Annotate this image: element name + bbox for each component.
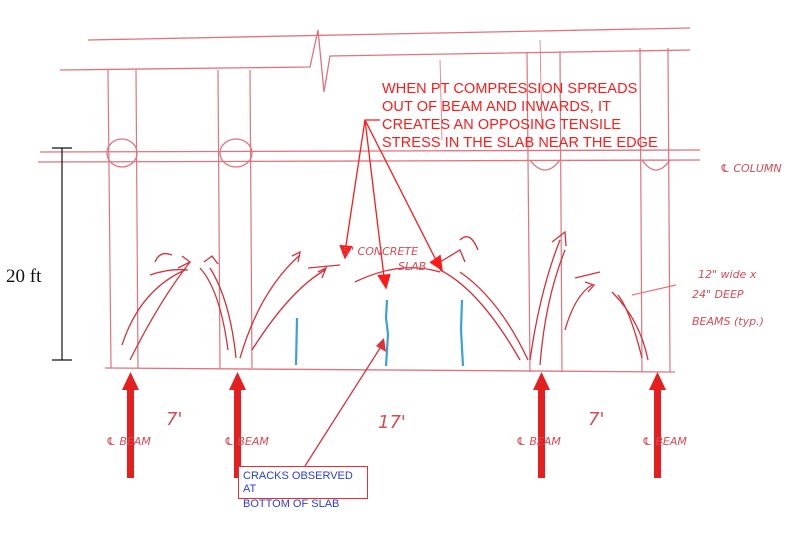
arrow-beam-2	[229, 372, 246, 478]
arrow-beam-4	[649, 372, 666, 478]
annotation-line: OUT OF BEAM AND INWARDS, IT	[382, 99, 612, 115]
beam-label-1: ℄ BEAM	[106, 435, 151, 448]
height-dimension	[52, 147, 72, 361]
beam-label-2: ℄ BEAM	[224, 435, 269, 448]
beam-3	[526, 51, 563, 373]
callout-line-1: CRACKS OBSERVED AT	[243, 470, 353, 495]
cracks-callout: CRACKS OBSERVED AT BOTTOM OF SLAB	[238, 466, 368, 510]
callout-line-2: BOTTOM OF SLAB	[243, 498, 340, 510]
column-circle-3	[529, 159, 561, 171]
pt-annotation: WHEN PT COMPRESSION SPREADS OUT OF BEAM …	[382, 80, 658, 152]
callout-arrowhead	[376, 338, 386, 352]
crack-3	[459, 299, 465, 367]
annotation-line: WHEN PT COMPRESSION SPREADS	[382, 81, 638, 97]
column-circle-2	[219, 138, 253, 168]
span-label-2: 17'	[378, 412, 406, 433]
slab-label-2: SLAB	[398, 260, 426, 273]
beam-1	[107, 69, 139, 369]
column-circle-4	[641, 159, 671, 171]
column-circle-1	[106, 138, 138, 168]
column-circles	[106, 138, 671, 171]
annotation-line: STRESS IN THE SLAB NEAR THE EDGE	[382, 135, 658, 151]
beam-note-pointer	[631, 284, 677, 296]
pt-force-arrows	[122, 372, 666, 478]
column-label: ℄ COLUMN	[720, 162, 782, 175]
span-label-3: 7'	[588, 409, 604, 430]
beam-note-1: 12" wide x	[698, 268, 757, 281]
arrow-beam-1	[122, 372, 139, 478]
height-label: 20 ft	[6, 266, 42, 287]
beam-note-3: BEAMS (typ.)	[692, 315, 764, 328]
beam-note-2: 24" DEEP	[692, 288, 744, 301]
beam-label-4: ℄ BEAM	[642, 435, 687, 448]
slab-label-1: 5" CONCRETE	[342, 245, 418, 258]
building-outline	[37, 27, 701, 163]
compression-curves	[121, 230, 649, 366]
crack-1	[294, 317, 299, 366]
arrow-beam-3	[533, 372, 550, 478]
annotation-arrows	[339, 119, 443, 290]
callout-pointer	[304, 344, 383, 467]
crack-2	[384, 299, 390, 367]
cracks	[294, 299, 465, 367]
beam-2	[217, 69, 253, 369]
beam-4	[639, 47, 671, 373]
beam-label-3: ℄ BEAM	[516, 435, 561, 448]
slab-bottom-line	[104, 367, 676, 373]
beam-lines	[107, 39, 671, 373]
span-label-1: 7'	[166, 409, 182, 430]
annotation-line: CREATES AN OPPOSING TENSILE	[382, 117, 622, 133]
